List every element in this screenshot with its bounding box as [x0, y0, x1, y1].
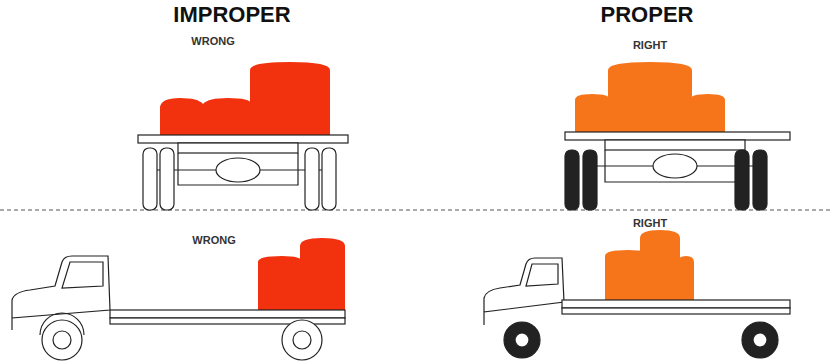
- verdict-label: WRONG: [192, 235, 235, 246]
- verdict-label: RIGHT: [633, 40, 667, 51]
- column-heading: PROPER: [601, 4, 694, 26]
- column-heading: IMPROPER: [173, 4, 290, 26]
- verdict-label: RIGHT: [633, 218, 667, 229]
- verdict-label: WRONG: [191, 36, 234, 47]
